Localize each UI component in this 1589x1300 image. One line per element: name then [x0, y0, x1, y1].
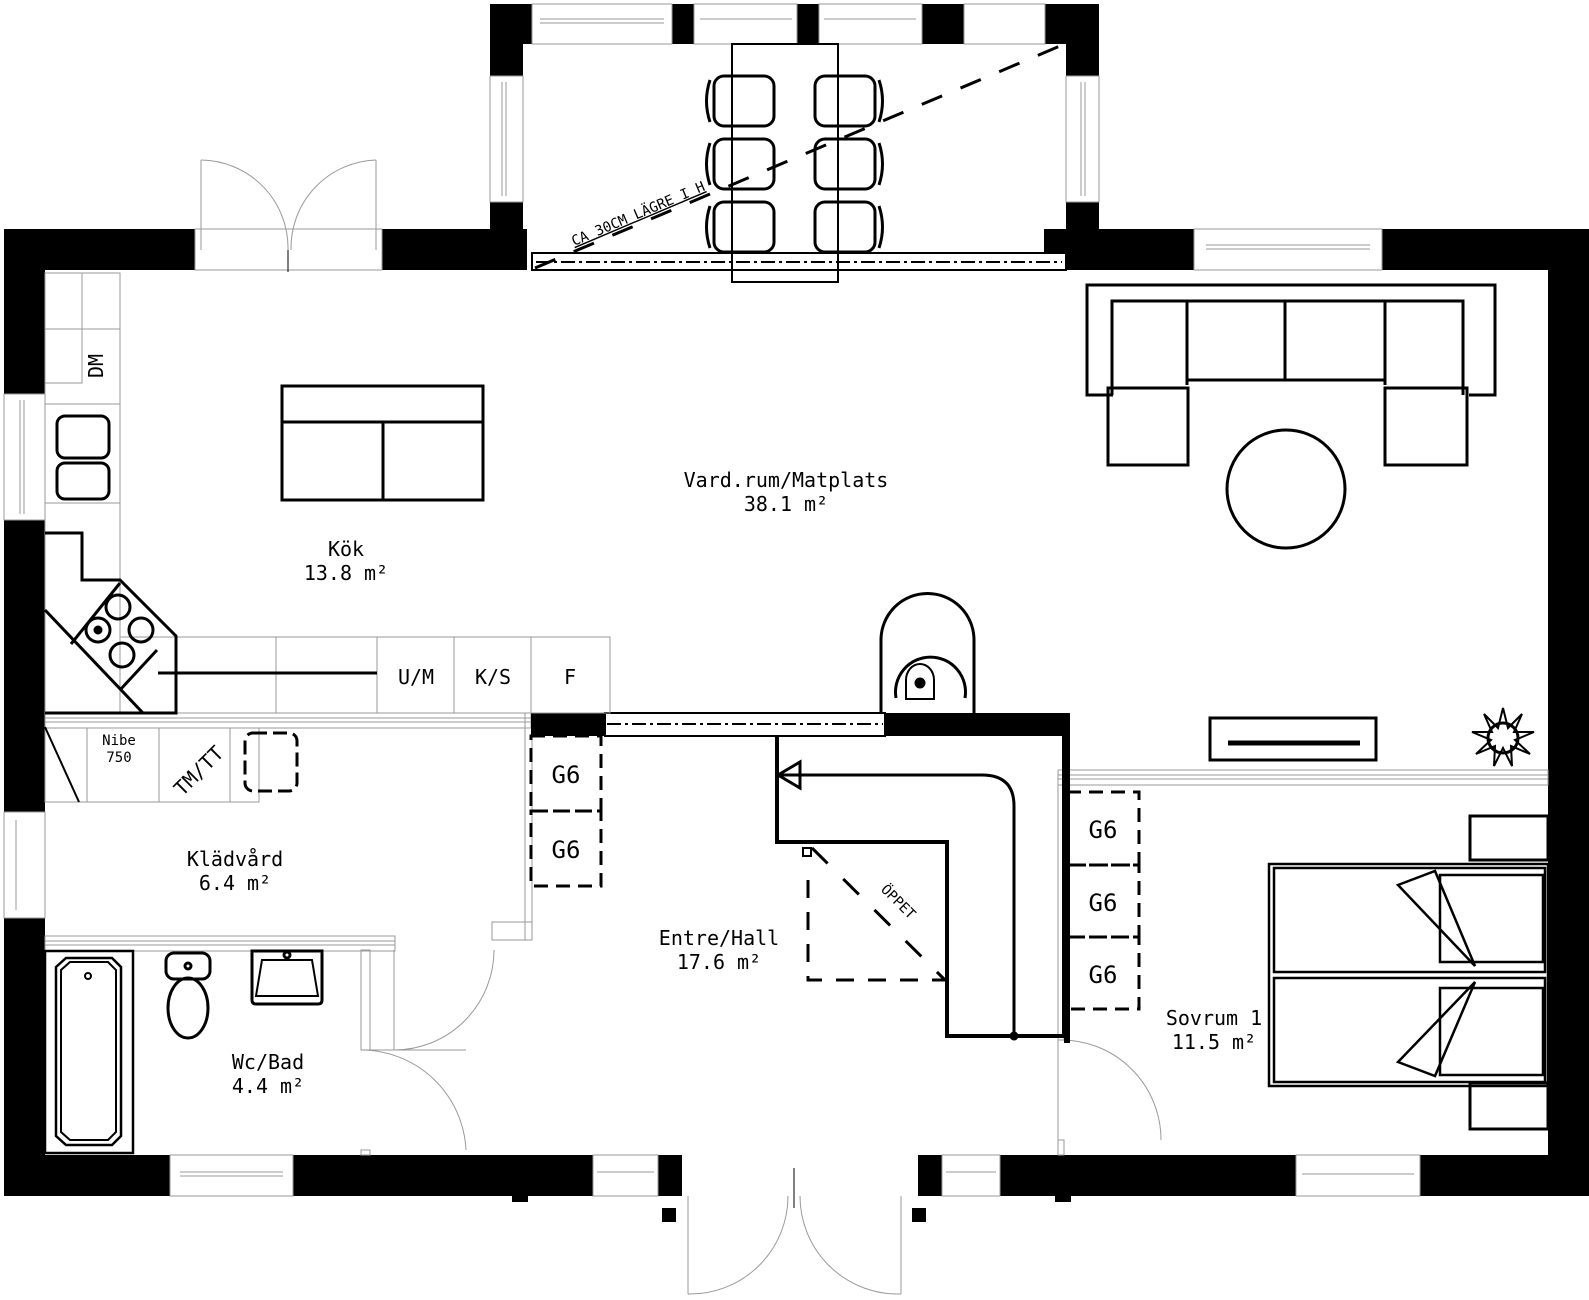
dining-table-icon: [731, 43, 839, 283]
heat-pump-label-2: 750: [106, 750, 131, 766]
wardrobe-label: G6: [552, 761, 581, 789]
door-hardware: [512, 1196, 1071, 1222]
washbasin-icon: [250, 949, 324, 1006]
bed-icon: [1267, 814, 1550, 1131]
room-area-entre: 17.6 m²: [677, 950, 761, 974]
kitchen-island: [280, 384, 485, 502]
room-area-wcbad: 4.4 m²: [232, 1074, 304, 1098]
sink-icon: [55, 414, 111, 501]
room-name-wcbad: Wc/Bad: [232, 1050, 304, 1074]
bathtub-icon: [43, 949, 135, 1155]
bay-ceiling-line: [531, 44, 1067, 271]
fireplace-icon: [879, 592, 976, 713]
fridge-freezer-label: K/S: [475, 665, 511, 689]
dishwasher-label: DM: [84, 354, 108, 378]
wardrobe-label: G6: [1089, 816, 1118, 844]
room-area-kok: 13.8 m²: [304, 561, 388, 585]
toilet-icon: [164, 951, 212, 1040]
room-area-vardrum: 38.1 m²: [744, 492, 828, 516]
wardrobe-label: G6: [552, 836, 581, 864]
wardrobe-label: G6: [1089, 889, 1118, 917]
room-name-sovrum1: Sovrum 1: [1166, 1006, 1262, 1030]
room-area-sovrum1: 11.5 m²: [1172, 1030, 1256, 1054]
room-name-vardrum: Vard.rum/Matplats: [684, 468, 889, 492]
coffee-table-icon: [1225, 428, 1347, 550]
stove-icon: [43, 531, 377, 715]
room-name-entre: Entre/Hall: [659, 926, 779, 950]
doors[interactable]: [200, 159, 1162, 1295]
wardrobe-label: G6: [1089, 961, 1118, 989]
room-name-kok: Kök: [328, 537, 364, 561]
laundry-sink-icon: [243, 731, 299, 793]
laundry-counter: [44, 727, 260, 803]
heat-pump-label-1: Nibe: [102, 733, 136, 749]
wardrobes-hall: [529, 734, 603, 888]
freezer-label: F: [564, 665, 576, 689]
tv-bench-icon: [1208, 716, 1378, 762]
dining-chairs: [705, 74, 884, 254]
room-name-kladvard: Klädvård: [187, 847, 283, 871]
plant-icon: [1471, 707, 1535, 767]
exterior-walls: [4, 4, 1589, 1196]
windows: [3, 3, 1421, 1197]
oven-microwave-label: U/M: [398, 665, 434, 689]
room-area-kladvard: 6.4 m²: [199, 871, 271, 895]
staircase: [775, 736, 1066, 1041]
sofa-icon: [1085, 283, 1497, 467]
wardrobes-bedroom: [1065, 790, 1141, 1011]
